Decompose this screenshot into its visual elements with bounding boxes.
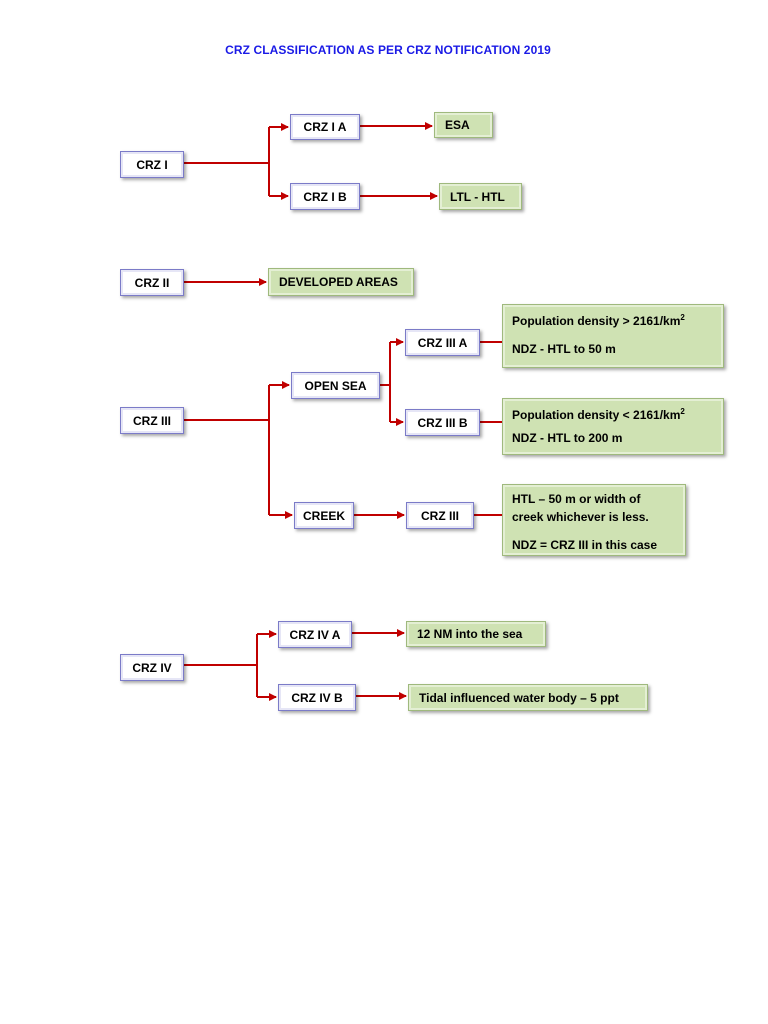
- crz2-root-box: CRZ II: [120, 269, 184, 296]
- crz1-root-box: CRZ I: [120, 151, 184, 178]
- crz3a-box: CRZ III A: [405, 329, 480, 356]
- creek-ndz-text: NDZ = CRZ III in this case: [512, 538, 658, 552]
- creek-detail-box: HTL – 50 m or width of creek whichever i…: [502, 484, 686, 556]
- crz1a-box: CRZ I A: [290, 114, 360, 140]
- crz4a-box: CRZ IV A: [278, 621, 352, 648]
- crz3a-ndz-text: NDZ - HTL to 50 m: [512, 342, 616, 356]
- crz3b-ndz-text: NDZ - HTL to 200 m: [512, 431, 623, 445]
- crz3-root-box: CRZ III: [120, 407, 184, 434]
- crz1b-box: CRZ I B: [290, 183, 360, 210]
- crz4-root-box: CRZ IV: [120, 654, 184, 681]
- creek-htl-line1: HTL – 50 m or width of: [512, 492, 641, 506]
- crz4-branch-line: [184, 634, 258, 697]
- tidal-water-box: Tidal influenced water body – 5 ppt: [408, 684, 648, 711]
- page-title: CRZ CLASSIFICATION AS PER CRZ NOTIFICATI…: [225, 43, 551, 57]
- esa-box: ESA: [434, 112, 493, 138]
- crz1-branch-line: [184, 127, 270, 196]
- 12nm-box: 12 NM into the sea: [406, 621, 546, 647]
- crz3b-box: CRZ III B: [405, 409, 480, 436]
- crz3b-population-text: Population density < 2161/km2: [512, 407, 685, 423]
- ltl-htl-box: LTL - HTL: [439, 183, 522, 210]
- creek-box: CREEK: [294, 502, 354, 529]
- creek-htl-line2: creek whichever is less.: [512, 510, 649, 524]
- opensea-branch-line: [380, 342, 391, 422]
- crz4b-box: CRZ IV B: [278, 684, 356, 711]
- crz3b-detail-box: Population density < 2161/km2 NDZ - HTL …: [502, 398, 724, 455]
- open-sea-box: OPEN SEA: [291, 372, 380, 399]
- crz3a-population-text: Population density > 2161/km2: [512, 313, 685, 329]
- developed-areas-box: DEVELOPED AREAS: [268, 268, 414, 296]
- creek-crz3-box: CRZ III: [406, 502, 474, 529]
- crz3a-detail-box: Population density > 2161/km2 NDZ - HTL …: [502, 304, 724, 368]
- crz3-branch-line: [184, 385, 270, 515]
